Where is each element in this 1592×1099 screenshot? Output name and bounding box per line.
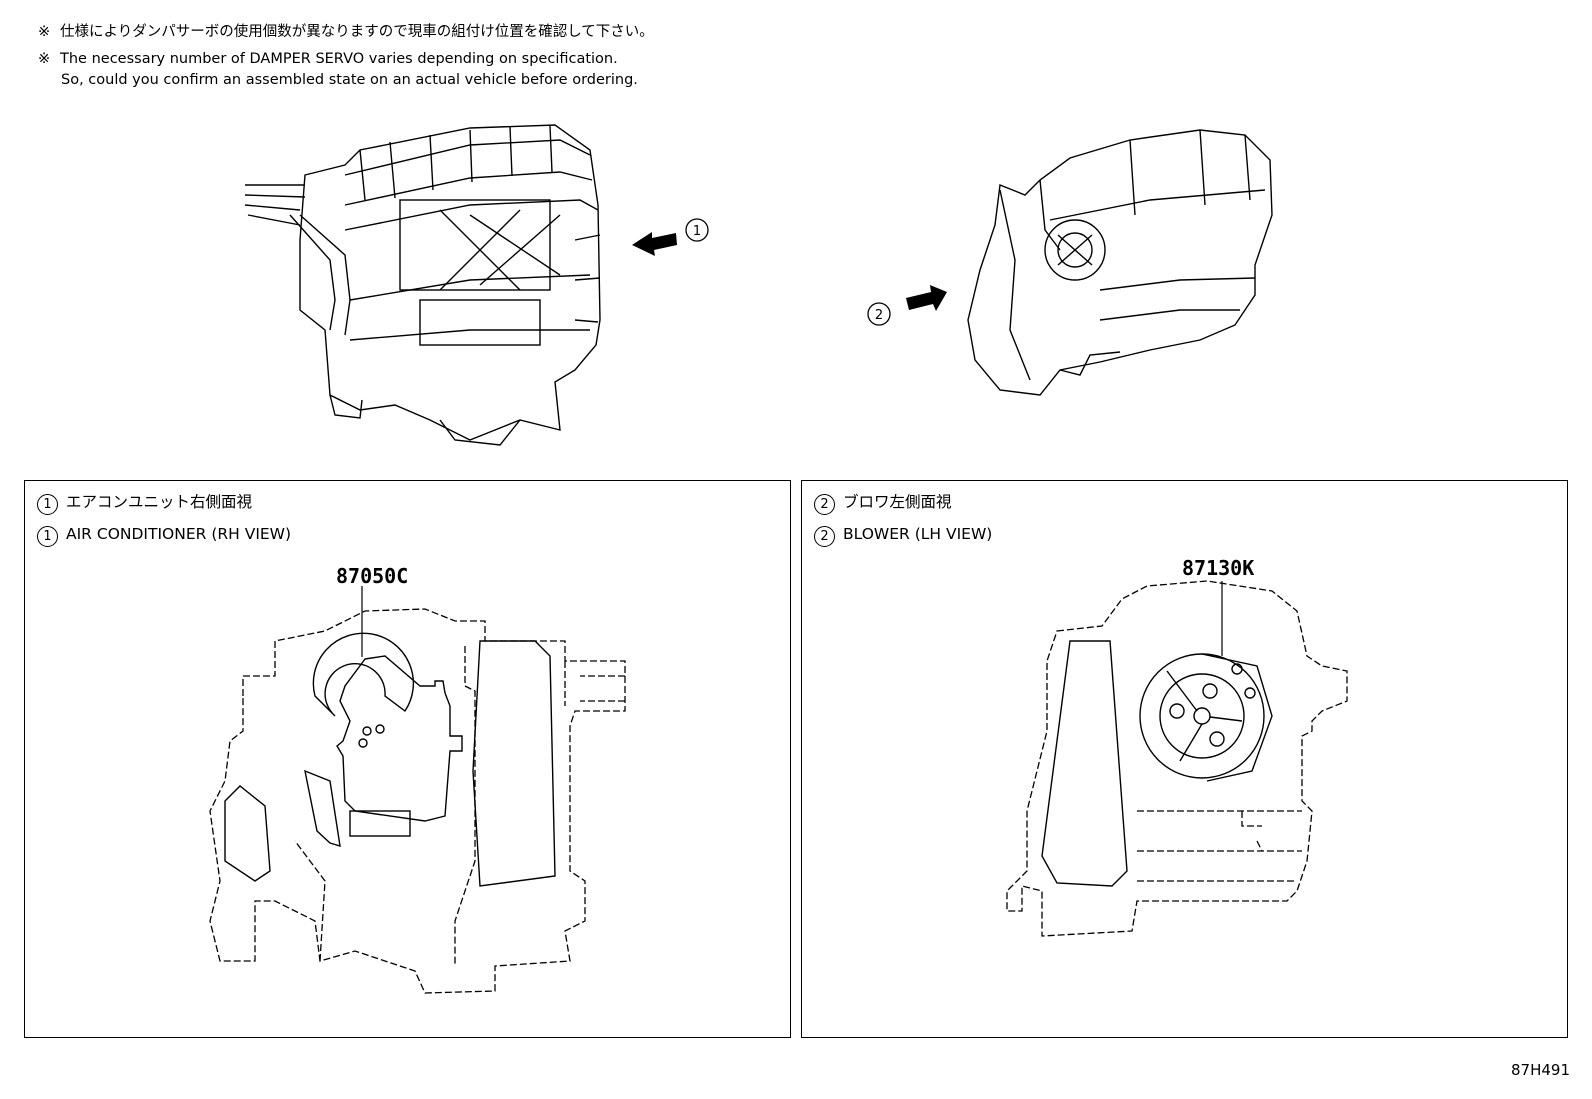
air-conditioner-unit-illustration	[244, 124, 601, 446]
callout-number-2: 2	[814, 526, 835, 547]
svg-text:1: 1	[693, 224, 701, 239]
blower-lh-view-drawing	[1006, 580, 1348, 937]
callout-number-1: 1	[37, 494, 58, 515]
blower-unit-illustration	[967, 129, 1273, 396]
callout-1: 1	[632, 218, 709, 256]
air-conditioner-rh-view-drawing	[209, 586, 626, 994]
callout-number-2: 2	[814, 494, 835, 515]
part-number-87050C: 87050C	[336, 564, 409, 588]
note-japanese: ※仕様によりダンパサーボの使用個数が異なりますので現車の組付け位置を確認して下さ…	[38, 24, 654, 40]
callout-number-1: 1	[37, 526, 58, 547]
part-number-87130K: 87130K	[1182, 556, 1255, 580]
overview-illustrations: 1 2	[244, 124, 1273, 446]
note-english-line2: So, could you confirm an assembled state…	[61, 72, 638, 88]
diagram-code: 87H491	[1511, 1061, 1570, 1079]
note-english-line1: ※The necessary number of DAMPER SERVO va…	[38, 51, 618, 67]
callout-2: 2	[867, 285, 947, 326]
svg-text:2: 2	[875, 308, 883, 323]
